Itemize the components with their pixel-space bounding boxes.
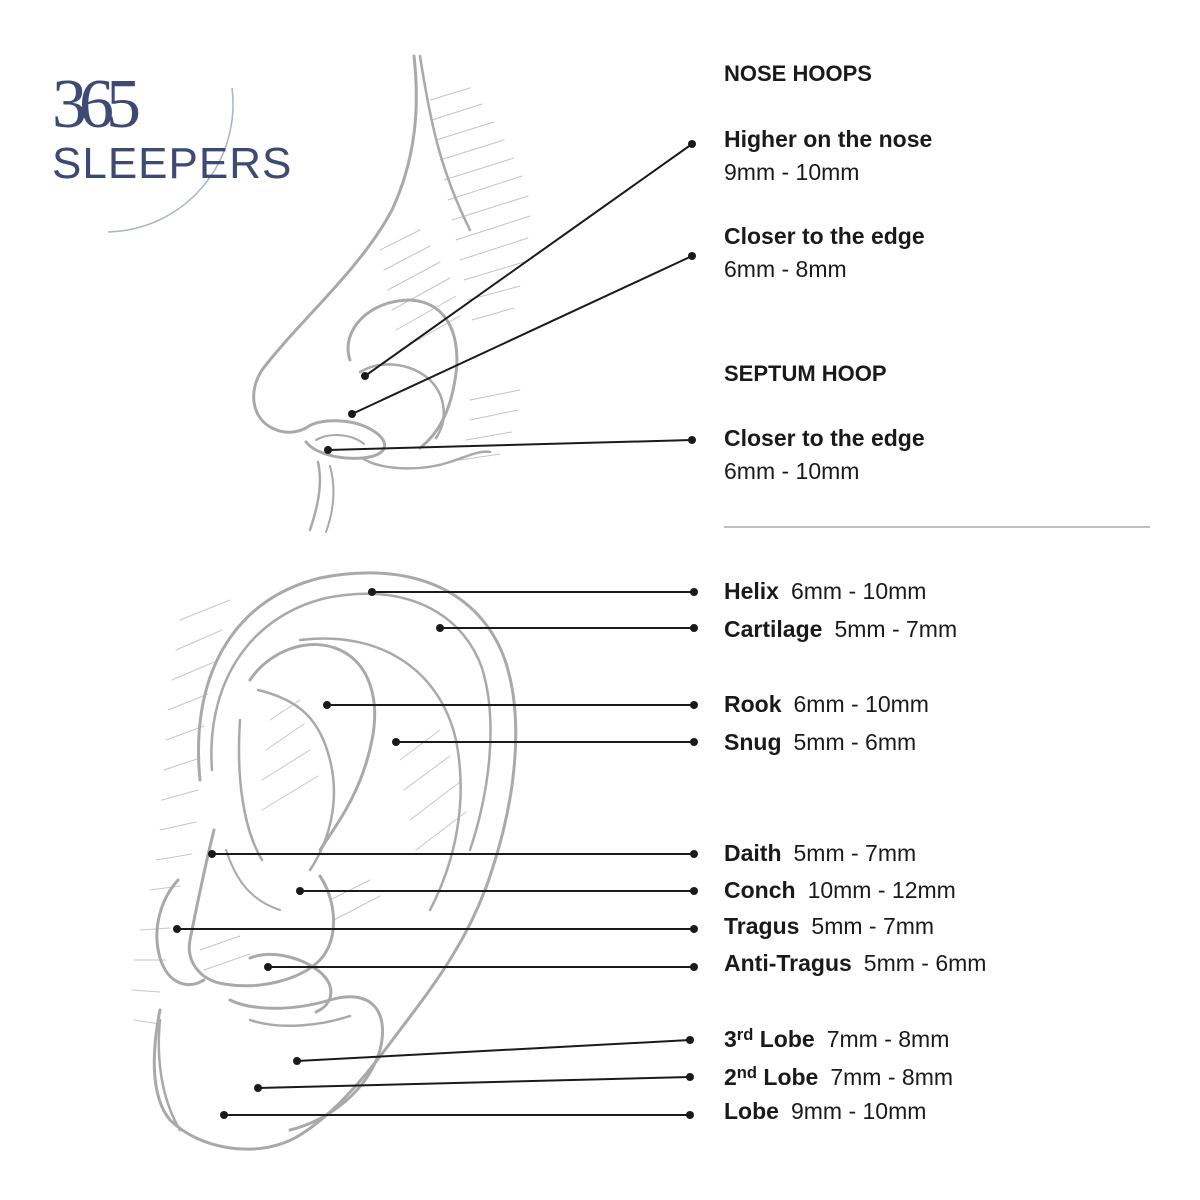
ear-item-ordinal-suffix: nd — [736, 1063, 758, 1082]
ear-sketch — [131, 571, 518, 1151]
leader-lines — [173, 140, 698, 1119]
leader-nose-edge-start-dot — [348, 410, 356, 418]
leader-snug-start-dot — [392, 738, 400, 746]
ear-item-size: 10mm - 12mm — [807, 877, 956, 903]
ear-item-size: 5mm - 7mm — [811, 913, 935, 939]
leader-3rd-lobe-end-dot — [686, 1036, 694, 1044]
leader-daith-start-dot — [208, 850, 216, 858]
ear-item-daith: Daith 5mm - 7mm — [724, 842, 916, 865]
upper-lip — [360, 450, 492, 470]
leader-2nd-lobe-start-dot — [254, 1084, 262, 1092]
leader-nose-edge — [351, 255, 693, 415]
nose-profile — [252, 54, 418, 434]
ear-item-size: 5mm - 7mm — [834, 616, 958, 642]
ear-item-name-text: Lobe — [757, 1063, 819, 1090]
ear-item-size: 7mm - 8mm — [826, 1025, 950, 1052]
leader-helix-end-dot — [690, 588, 698, 596]
leader-septum-end-dot — [688, 436, 696, 444]
ear-item-name: Conch — [724, 877, 796, 903]
leader-anti-tragus-start-dot — [264, 963, 272, 971]
ear-item-rook: Rook 6mm - 10mm — [724, 693, 929, 716]
ear-item-ordinal-suffix: rd — [736, 1025, 754, 1044]
ear-hatching — [131, 599, 467, 1025]
ear-item-cartilage: Cartilage 5mm - 7mm — [724, 618, 957, 641]
ear-item-name: Rook — [724, 691, 782, 717]
logo-wordmark: SLEEPERS — [52, 139, 293, 188]
leader-tragus-end-dot — [690, 925, 698, 933]
nose-item-size-edge: 6mm - 8mm — [724, 256, 847, 282]
ear-item-helix: Helix 6mm - 10mm — [724, 580, 926, 603]
ear-item-name-text: Lobe — [753, 1025, 815, 1052]
leader-cartilage-start-dot — [436, 624, 444, 632]
leader-3rd-lobe — [296, 1039, 691, 1062]
ear-item-lobe: Lobe 9mm - 10mm — [724, 1100, 926, 1123]
nostril — [304, 419, 386, 460]
leader-nose-edge-end-dot — [688, 252, 696, 260]
ear-item-ordinal: 2 — [724, 1063, 737, 1090]
ear-item-name: 2nd Lobe — [724, 1064, 818, 1090]
ear-item-2nd-lobe: 2nd Lobe 7mm - 8mm — [724, 1063, 954, 1090]
nose-item-label-edge: Closer to the edge — [724, 223, 925, 249]
ear-item-size: 5mm - 6mm — [863, 950, 987, 976]
nose-sketch — [252, 54, 531, 533]
leader-2nd-lobe-end-dot — [686, 1073, 694, 1081]
logo-arc — [107, 87, 234, 233]
leader-daith-end-dot — [690, 850, 698, 858]
leader-3rd-lobe-start-dot — [293, 1057, 301, 1065]
ear-item-name: 3rd Lobe — [724, 1026, 815, 1052]
leader-snug-end-dot — [690, 738, 698, 746]
ear-item-name: Helix — [724, 578, 779, 604]
ear-item-anti-tragus: Anti-Tragus 5mm - 6mm — [724, 952, 986, 975]
leader-septum-start-dot — [324, 446, 332, 454]
ear-item-name: Anti-Tragus — [724, 950, 852, 976]
tragus — [155, 878, 206, 987]
leader-nose-higher-start-dot — [361, 372, 369, 380]
ear-item-name: Tragus — [724, 913, 800, 939]
septum-hoop-heading: SEPTUM HOOP — [724, 361, 887, 386]
leader-nose-higher-end-dot — [688, 140, 696, 148]
leader-conch-end-dot — [690, 887, 698, 895]
leader-cartilage-end-dot — [690, 624, 698, 632]
ear-item-size: 6mm - 10mm — [793, 691, 929, 717]
leader-conch-start-dot — [296, 887, 304, 895]
leader-lobe-start-dot — [220, 1111, 228, 1119]
antihelix — [248, 643, 377, 852]
ear-item-ordinal: 3 — [724, 1025, 737, 1052]
ear-item-size: 5mm - 6mm — [793, 729, 917, 755]
ear-item-name: Snug — [724, 729, 782, 755]
concha — [187, 828, 335, 988]
leader-tragus-start-dot — [173, 925, 181, 933]
ear-item-name: Cartilage — [724, 616, 823, 642]
leader-septum — [327, 439, 693, 451]
septum-item-label: Closer to the edge — [724, 425, 925, 451]
leader-anti-tragus-end-dot — [690, 963, 698, 971]
helix-rim — [152, 571, 518, 1151]
leader-lobe-end-dot — [686, 1111, 694, 1119]
nose-item-size-higher: 9mm - 10mm — [724, 159, 860, 185]
ear-item-name: Lobe — [724, 1098, 779, 1124]
leader-rook-start-dot — [323, 701, 331, 709]
ear-item-name: Daith — [724, 840, 782, 866]
ear-item-size: 6mm - 10mm — [790, 578, 927, 604]
nose-hoops-heading: NOSE HOOPS — [724, 61, 872, 86]
leader-nose-higher — [364, 143, 693, 377]
logo-number: 365 — [52, 66, 141, 143]
ear-lobe — [228, 995, 385, 1132]
ear-item-size: 7mm - 8mm — [830, 1063, 954, 1090]
ear-item-snug: Snug 5mm - 6mm — [724, 731, 916, 754]
ear-item-tragus: Tragus 5mm - 7mm — [724, 915, 934, 938]
ear-item-size: 5mm - 7mm — [793, 840, 917, 866]
leader-rook-end-dot — [690, 701, 698, 709]
ear-item-3rd-lobe: 3rd Lobe 7mm - 8mm — [724, 1025, 950, 1052]
septum-item-size: 6mm - 10mm — [724, 458, 860, 484]
leader-2nd-lobe — [257, 1076, 691, 1089]
ear-item-conch: Conch 10mm - 12mm — [724, 879, 956, 902]
ear-item-size: 9mm - 10mm — [790, 1098, 927, 1124]
leader-helix-start-dot — [368, 588, 376, 596]
nose-item-label-higher: Higher on the nose — [724, 126, 933, 152]
